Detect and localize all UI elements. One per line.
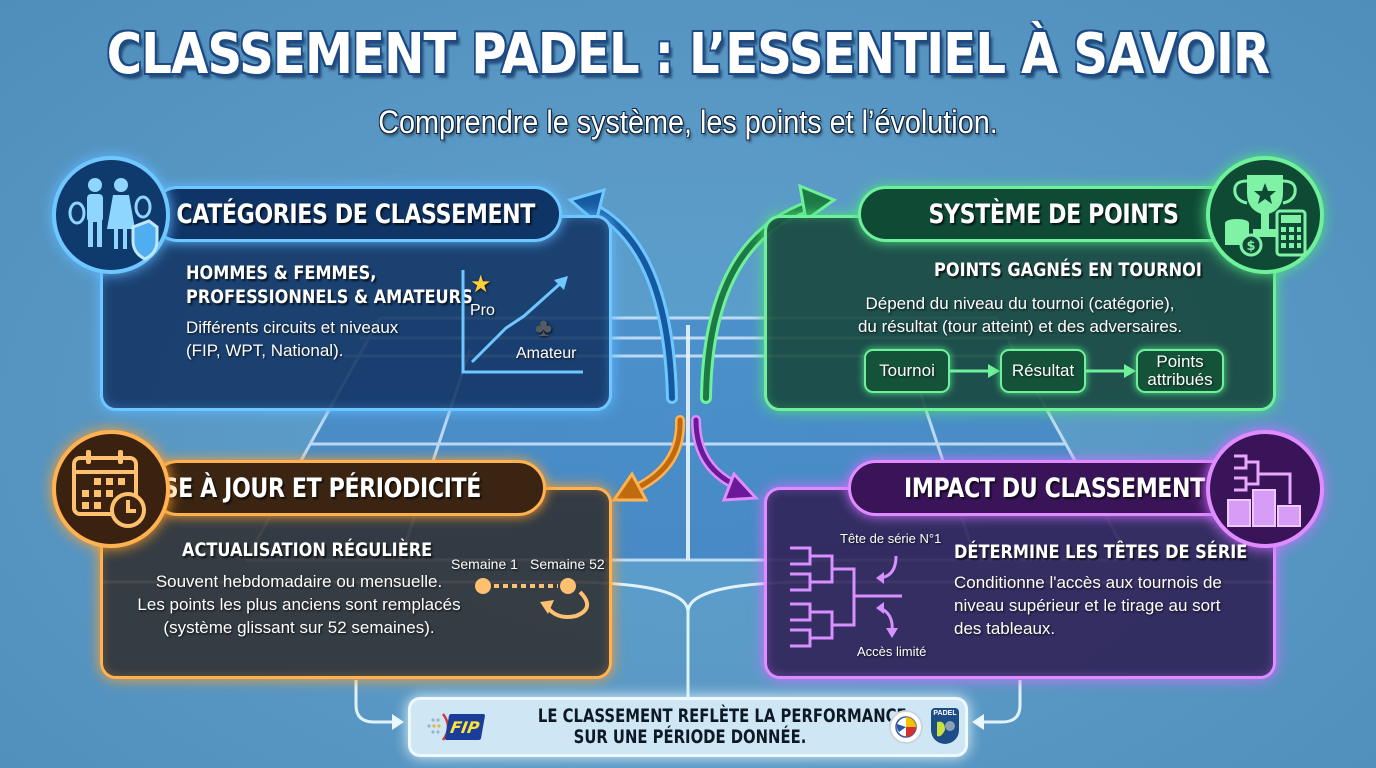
categories-body-line: (FIP, WPT, National). (186, 341, 344, 360)
arrow-right-icon (1086, 364, 1136, 378)
top-seed-label: Tête de série N°1 (840, 531, 942, 546)
impact-heading: DÉTERMINE LES TÊTES DE SÉRIE (954, 541, 1248, 563)
fip-logo-text: FIP (449, 717, 481, 737)
categories-body: Différents circuits et niveaux (FIP, WPT… (186, 316, 398, 362)
categories-heading: HOMMES & FEMMES, PROFESSIONNELS & AMATEU… (186, 261, 473, 309)
timeline-start-label: Semaine 1 (451, 556, 518, 572)
footer-line: LE CLASSEMENT REFLÈTE LA PERFORMANCE (537, 705, 907, 727)
categories-title-pill: CATÉGORIES DE CLASSEMENT (150, 186, 562, 242)
flow-step-label: Résultat (1011, 361, 1075, 380)
padel-logo-text: PADEL (933, 710, 957, 717)
federation-logo (889, 710, 923, 744)
footer-banner: FIP LE CLASSEMENT REFLÈTE LA PERFORMANCE… (408, 697, 968, 757)
impact-panel (764, 487, 1276, 679)
update-heading: ACTUALISATION RÉGULIÈRE (182, 539, 433, 561)
star-icon: ★ (470, 271, 492, 298)
sliding-timeline-cycle-icon (475, 578, 589, 619)
categories-title: CATÉGORIES DE CLASSEMENT (176, 198, 536, 230)
update-title: MISE À JOUR ET PÉRIODICITÉ (133, 472, 481, 504)
update-body-line: Les points les plus anciens sont remplac… (137, 595, 461, 614)
page-title: CLASSEMENT PADEL : L’ESSENTIEL À SAVOIR (106, 22, 1270, 87)
impact-title: IMPACT DU CLASSEMENT (904, 472, 1205, 504)
update-title-pill: MISE À JOUR ET PÉRIODICITÉ (133, 460, 546, 516)
points-title-pill: SYSTÈME DE POINTS (858, 186, 1254, 242)
amateur-label: Amateur (516, 345, 577, 362)
padel-logo: PADEL (931, 708, 959, 744)
impact-body-line: niveau supérieur et le tirage au sort (954, 596, 1221, 615)
points-body: Dépend du niveau du tournoi (catégorie),… (790, 292, 1250, 338)
flow-step-label: attribués (1147, 370, 1213, 389)
trophy-coins-calculator-icon: $ (1206, 156, 1324, 274)
tournament-bracket-icon (790, 546, 902, 648)
pro-amateur-chart (461, 270, 583, 374)
flow-step-label: Tournoi (879, 361, 935, 380)
impact-title-pill: IMPACT DU CLASSEMENT (848, 460, 1244, 516)
arrow-right-icon (950, 364, 1000, 378)
footer-line: SUR UNE PÉRIODE DONNÉE. (573, 726, 807, 748)
impact-body-line: des tableaux. (954, 619, 1056, 638)
categories-heading-line: HOMMES & FEMMES, (186, 262, 377, 284)
categories-body-line: Différents circuits et niveaux (186, 318, 399, 337)
footer-message: LE CLASSEMENT REFLÈTE LA PERFORMANCE SUR… (537, 705, 907, 748)
points-heading: POINTS GAGNÉS EN TOURNOI (934, 259, 1202, 281)
points-title: SYSTÈME DE POINTS (928, 198, 1179, 230)
points-body-line: du résultat (tour atteint) et des advers… (857, 317, 1183, 336)
bracket-podium-icon (1206, 430, 1324, 548)
flow-step-label: Points (1156, 352, 1204, 371)
update-body: Souvent hebdomadaire ou mensuelle. Les p… (104, 570, 494, 639)
flow-step-tournoi: Tournoi (864, 349, 950, 393)
impact-body-line: Conditionne l'accès aux tournois de (954, 573, 1222, 592)
club-icon: ♣ (535, 312, 553, 342)
update-body-line: Souvent hebdomadaire ou mensuelle. (155, 572, 443, 591)
svg-text:$: $ (1246, 239, 1255, 254)
points-body-line: Dépend du niveau du tournoi (catégorie), (865, 294, 1175, 313)
update-body-line: (système glissant sur 52 semaines). (163, 618, 435, 637)
pro-label: Pro (470, 302, 495, 319)
flow-step-resultat: Résultat (1000, 349, 1086, 393)
categories-heading-line: PROFESSIONNELS & AMATEURS (186, 286, 473, 308)
fip-logo: FIP (425, 712, 486, 742)
impact-body: Conditionne l'accès aux tournois de nive… (954, 571, 1222, 640)
players-racket-shield-icon (52, 156, 170, 274)
limited-access-label: Accès limité (857, 644, 927, 659)
calendar-clock-icon (52, 430, 170, 548)
flow-step-points-attribues: Points attribués (1136, 349, 1224, 393)
timeline-end-label: Semaine 52 (530, 556, 605, 572)
page-subtitle: Comprendre le système, les points et l’é… (378, 104, 998, 140)
